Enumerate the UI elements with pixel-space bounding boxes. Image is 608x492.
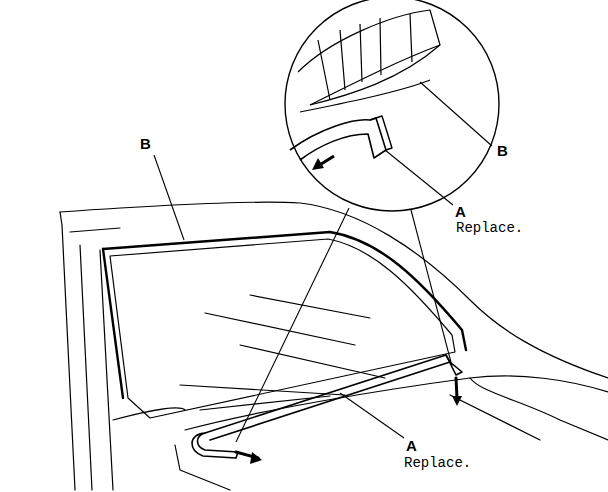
- instruction-note: Replace.: [456, 221, 523, 235]
- instruction-note: Replace.: [404, 456, 471, 470]
- callout-letter: A: [406, 438, 417, 453]
- callout-letter: B: [497, 143, 508, 158]
- callout-letter: A: [455, 204, 466, 219]
- callout-letter: B: [140, 136, 151, 151]
